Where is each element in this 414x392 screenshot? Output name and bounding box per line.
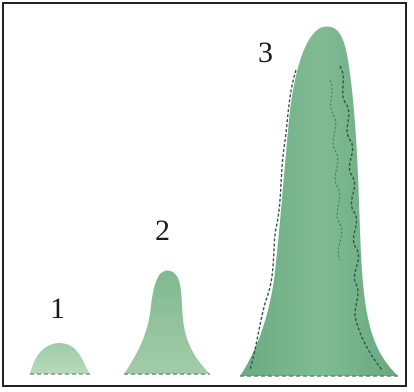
stage-label-2: 2 (155, 216, 170, 246)
stage-label-1: 1 (50, 294, 65, 324)
stage-label-3: 3 (258, 38, 273, 68)
stage-1-shape (30, 343, 90, 374)
stage-2-shape (124, 271, 210, 374)
stage-3-shape (240, 26, 398, 376)
